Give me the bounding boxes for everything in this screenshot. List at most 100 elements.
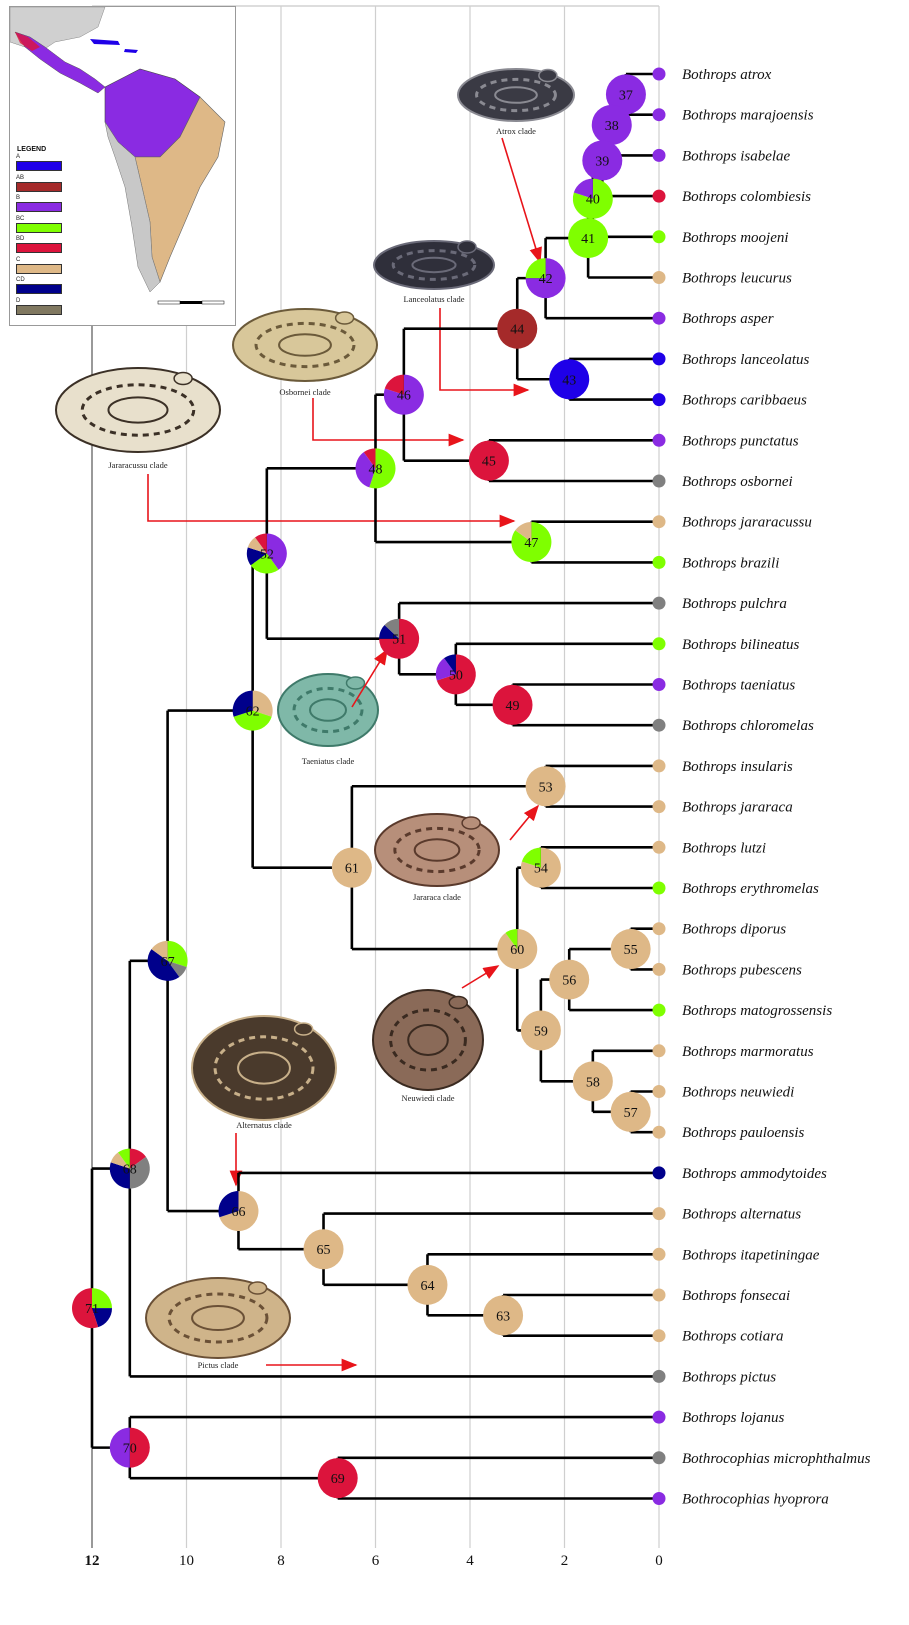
tip-label: Bothrops alternatus	[682, 1207, 801, 1223]
node-41: 41	[568, 218, 608, 258]
legend-key: C	[16, 257, 20, 263]
tip-label: Bothrops punctatus	[682, 433, 799, 449]
clade-caption: Taeniatus clade	[302, 756, 355, 766]
tip-row: Bothrops pauloensis	[653, 1125, 805, 1141]
tip-dot	[653, 882, 666, 895]
tip-row: Bothrops neuwiedi	[653, 1085, 795, 1101]
snake-head	[347, 677, 365, 689]
tip-dot	[653, 1166, 666, 1179]
legend-key: CD	[16, 277, 25, 283]
node-56: 56	[549, 960, 589, 1000]
snake-head	[539, 70, 557, 82]
clade-arrow	[510, 806, 538, 840]
axis-tick-label: 0	[655, 1553, 663, 1569]
node-40: 40	[573, 179, 613, 219]
snake-head	[458, 241, 476, 253]
node-number: 42	[539, 272, 553, 287]
axis-tick-label: 2	[561, 1553, 569, 1569]
tip-dot	[653, 1004, 666, 1017]
tip-dot	[653, 637, 666, 650]
node-number: 41	[581, 232, 595, 247]
snake-image: Osbornei clade	[233, 309, 377, 397]
legend-item: CD	[16, 277, 62, 294]
node-59: 59	[521, 1010, 561, 1050]
tip-row: Bothrops diporus	[653, 922, 787, 938]
snake-image: Neuwiedi clade	[373, 990, 483, 1103]
clade-arrow	[148, 474, 514, 521]
node-54: 54	[521, 848, 561, 888]
legend-key: B	[16, 195, 20, 201]
tip-row: Bothrops colombiesis	[653, 189, 812, 205]
tip-row: Bothrops pulchra	[653, 596, 787, 612]
tip-row: Bothrops marmoratus	[653, 1044, 814, 1060]
tip-row: Bothrops chloromelas	[653, 718, 814, 734]
tip-row: Bothrops jararacussu	[653, 515, 812, 531]
tip-label: Bothrops colombiesis	[682, 189, 811, 205]
node-number: 60	[510, 943, 524, 958]
tip-row: Bothrops punctatus	[653, 433, 799, 449]
snake-coil-inner	[408, 1025, 448, 1055]
node-number: 49	[506, 699, 520, 714]
tip-label: Bothrops taeniatus	[682, 678, 795, 694]
tip-row: Bothrops itapetiningae	[653, 1247, 820, 1263]
node-number: 67	[161, 955, 175, 970]
node-65: 65	[304, 1229, 344, 1269]
node-69: 69	[318, 1458, 358, 1498]
legend-swatch	[16, 305, 62, 315]
clade-caption: Pictus clade	[198, 1360, 239, 1370]
tip-dot	[653, 393, 666, 406]
tip-dot	[653, 963, 666, 976]
tip-dot	[653, 556, 666, 569]
tip-row: Bothrops pictus	[653, 1369, 777, 1385]
node-45: 45	[469, 441, 509, 481]
tip-row: Bothrops cotiara	[653, 1329, 784, 1345]
node-number: 51	[392, 633, 406, 648]
node-57: 57	[611, 1092, 651, 1132]
tip-label: Bothrops neuwiedi	[682, 1085, 794, 1101]
node-number: 58	[586, 1075, 600, 1090]
node-43: 43	[549, 359, 589, 399]
node-38: 38	[592, 105, 632, 145]
legend-key: A	[16, 154, 20, 160]
snake-head	[295, 1023, 313, 1035]
axis-tick-label: 6	[372, 1553, 380, 1569]
clade-caption: Alternatus clade	[236, 1120, 292, 1130]
node-number: 37	[619, 88, 633, 103]
node-63: 63	[483, 1295, 523, 1335]
tip-row: Bothrops moojeni	[653, 230, 789, 246]
tip-label: Bothrops bilineatus	[682, 637, 800, 653]
tip-row: Bothrops lojanus	[653, 1410, 785, 1426]
tip-label: Bothrops pubescens	[682, 962, 802, 978]
node-68: 68	[110, 1149, 150, 1189]
tip-label: Bothrops brazili	[682, 555, 779, 571]
axis-tick-label: 10	[179, 1553, 194, 1569]
node-number: 61	[345, 862, 359, 877]
tip-row: Bothrops pubescens	[653, 962, 803, 978]
node-61: 61	[332, 848, 372, 888]
tip-dot	[653, 1289, 666, 1302]
tip-label: Bothrops atrox	[682, 67, 772, 83]
legend-swatch	[16, 182, 62, 192]
tip-dot	[653, 1329, 666, 1342]
tip-dot	[653, 1411, 666, 1424]
clade-arrow	[462, 966, 498, 988]
node-number: 54	[534, 862, 548, 877]
node-number: 56	[562, 974, 576, 989]
legend-key: AB	[16, 175, 24, 181]
tip-row: Bothrops atrox	[653, 67, 772, 83]
node-number: 65	[317, 1243, 331, 1258]
tip-label: Bothrops itapetiningae	[682, 1247, 820, 1263]
snake-coil-inner	[192, 1306, 244, 1330]
tip-row: Bothrops erythromelas	[653, 881, 819, 897]
tip-row: Bothrops marajoensis	[653, 108, 814, 124]
node-62: 62	[233, 691, 273, 731]
legend-key: D	[16, 298, 20, 304]
legend-swatch	[16, 223, 62, 233]
axis-tick-label: 8	[277, 1553, 285, 1569]
node-number: 43	[562, 373, 576, 388]
clade-caption: Jararacussu clade	[108, 460, 167, 470]
tip-dot	[653, 719, 666, 732]
legend-swatch	[16, 243, 62, 253]
tip-row: Bothrops isabelae	[653, 148, 791, 164]
